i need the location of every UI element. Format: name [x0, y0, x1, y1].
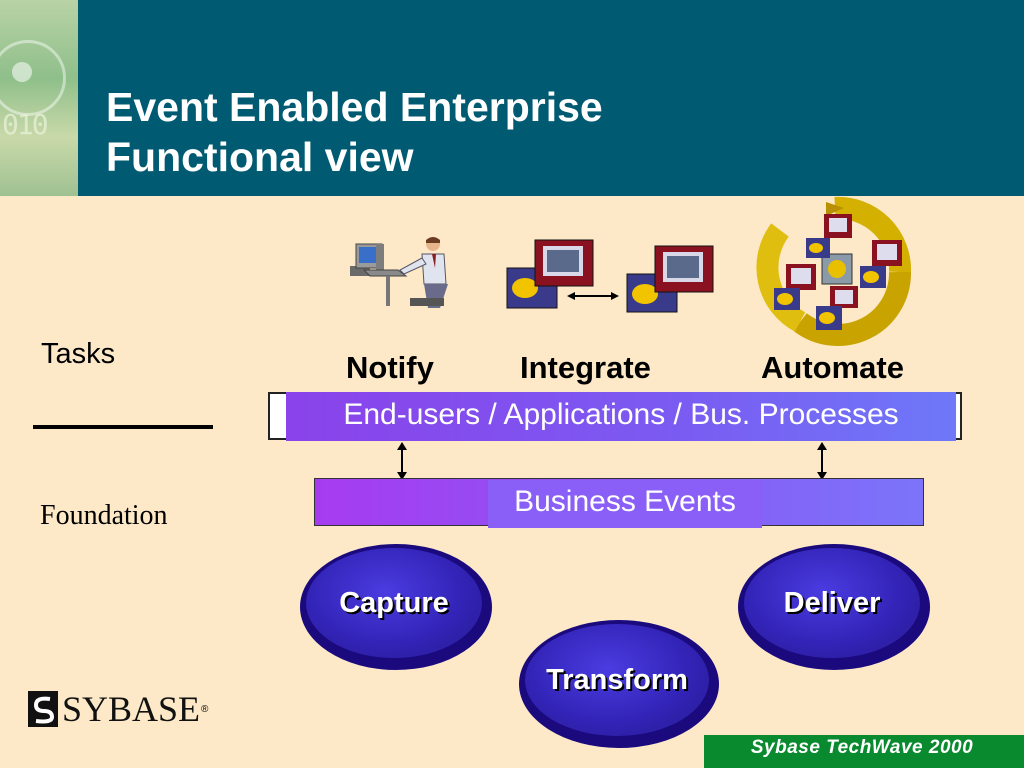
transform-oval: Transform: [519, 620, 719, 748]
title-line-2: Functional view: [106, 134, 414, 180]
events-bar-label-bg: [488, 480, 762, 528]
binary-art-decoration: 010: [0, 0, 78, 196]
capture-label: Capture: [339, 586, 449, 619]
sybase-wordmark: SYBASE: [62, 689, 201, 729]
registered-mark: ®: [201, 703, 209, 715]
users-bar-text: End-users / Applications / Bus. Processe…: [343, 398, 899, 431]
footer-band: [704, 735, 1024, 768]
footer-event-name: Sybase TechWave 2000: [750, 737, 974, 758]
title-line-1: Event Enabled Enterprise: [106, 84, 603, 130]
transform-label: Transform: [546, 663, 688, 696]
binary-digits: 010: [2, 108, 49, 141]
connected-computers-icon: [506, 239, 714, 313]
foundation-label: Foundation: [40, 500, 168, 531]
automation-cycle-icon: [756, 196, 912, 346]
sybase-logo: SYBASE ®: [28, 688, 208, 730]
sybase-mark-icon: [28, 691, 58, 727]
capture-oval: Capture: [300, 544, 492, 670]
double-arrow-left: [397, 442, 407, 480]
person-at-computer-icon: [350, 237, 448, 308]
task-notify: Notify: [346, 350, 434, 385]
deliver-oval: Deliver: [738, 544, 930, 670]
task-automate: Automate: [761, 350, 904, 385]
slide-header: 010 Event Enabled Enterprise Functional …: [0, 0, 1024, 196]
double-arrow-right: [817, 442, 827, 480]
slide-title: Event Enabled Enterprise Functional view: [106, 82, 603, 182]
tasks-label: Tasks: [41, 338, 116, 370]
events-bar-text: Business Events: [514, 485, 736, 518]
task-integrate: Integrate: [520, 350, 651, 385]
section-divider: [33, 425, 213, 429]
users-bar: [286, 392, 956, 441]
deliver-label: Deliver: [783, 586, 881, 619]
